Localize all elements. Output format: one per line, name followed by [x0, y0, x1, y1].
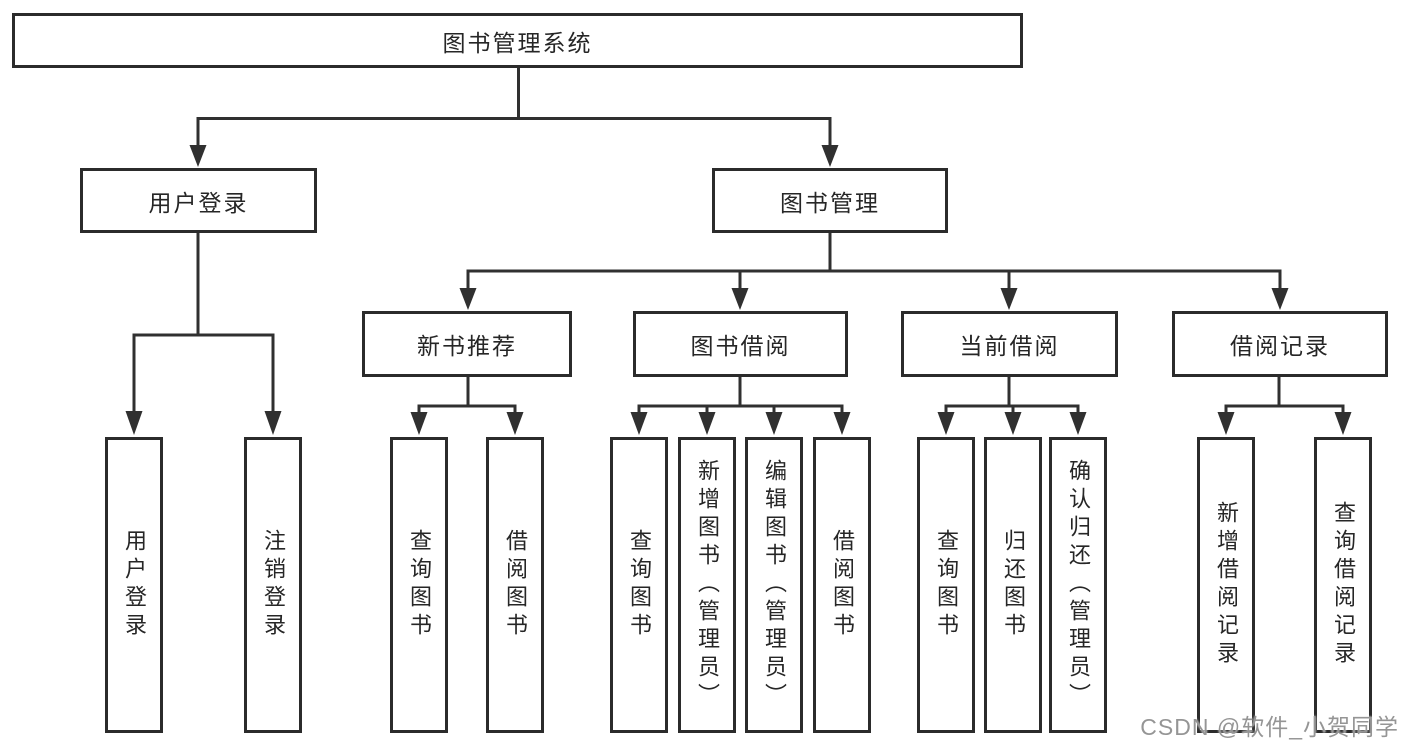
connector-mgmt-to-level3 — [459, 233, 1289, 310]
connector-borrow-to-leaves — [630, 377, 851, 435]
node-current-borrow: 当前借阅 — [901, 311, 1118, 377]
leaf-query-books-current: 查询图书 — [917, 437, 975, 733]
node-new-book-recommend: 新书推荐 — [362, 311, 572, 377]
leaf-edit-books-admin: 编辑图书（管理员） — [745, 437, 803, 733]
leaf-confirm-return-admin: 确认归还（管理员） — [1049, 437, 1107, 733]
leaf-add-books-admin: 新增图书（管理员） — [678, 437, 736, 733]
leaf-logout: 注销登录 — [244, 437, 302, 733]
leaf-query-books-recommend: 查询图书 — [390, 437, 448, 733]
node-book-borrow: 图书借阅 — [633, 311, 848, 377]
leaf-return-books: 归还图书 — [984, 437, 1042, 733]
node-new-book-recommend-label: 新书推荐 — [417, 333, 517, 359]
leaf-query-borrow-record: 查询借阅记录 — [1314, 437, 1372, 733]
connector-records-to-leaves — [1217, 377, 1352, 435]
watermark: CSDN @软件_小贺同学 — [1140, 714, 1399, 740]
leaf-query-books-borrow: 查询图书 — [610, 437, 668, 733]
leaf-user-login: 用户登录 — [105, 437, 163, 733]
leaf-borrow-books-recommend: 借阅图书 — [486, 437, 544, 733]
node-root-label: 图书管理系统 — [442, 29, 593, 56]
node-book-management-label: 图书管理 — [780, 189, 880, 216]
node-book-borrow-label: 图书借阅 — [690, 333, 791, 359]
node-user-login-label: 用户登录 — [148, 189, 249, 216]
node-book-management: 图书管理 — [712, 168, 948, 233]
node-root-system: 图书管理系统 — [12, 13, 1023, 68]
connector-login-to-leaves — [125, 233, 282, 435]
node-user-login: 用户登录 — [80, 168, 317, 233]
node-current-borrow-label: 当前借阅 — [959, 333, 1060, 359]
connector-recommend-to-leaves — [410, 377, 524, 435]
node-borrow-records: 借阅记录 — [1172, 311, 1388, 377]
leaf-add-borrow-record: 新增借阅记录 — [1197, 437, 1255, 733]
node-borrow-records-label: 借阅记录 — [1230, 333, 1330, 359]
connector-root-to-level2 — [189, 68, 839, 167]
leaf-borrow-books-borrow: 借阅图书 — [813, 437, 871, 733]
connector-current-to-leaves — [937, 377, 1087, 435]
